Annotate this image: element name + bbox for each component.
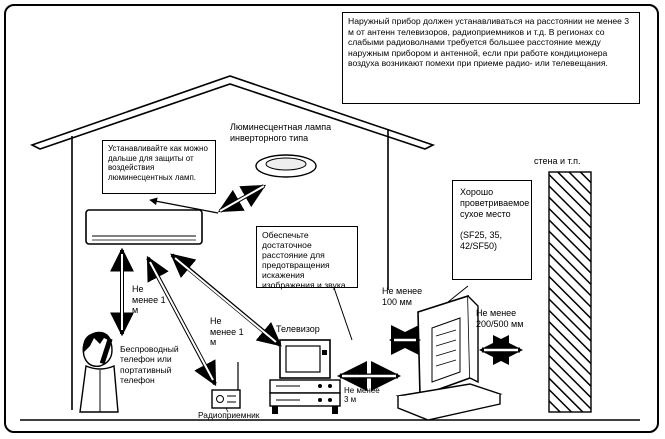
- models-text: (SF25, 35, 42/SF50): [460, 230, 503, 251]
- leader-radio: [225, 407, 229, 413]
- arrow-unit-to-lamp: [217, 184, 267, 213]
- phone-label: Беспроводный телефон или портативный тел…: [120, 344, 179, 386]
- tv-icon: [269, 339, 341, 414]
- min-3m-label: Не менее 3 м: [344, 386, 380, 404]
- leader-models: [447, 285, 469, 303]
- lamp-note-text: Устанавливайте как можно дальше для защи…: [108, 144, 208, 182]
- outdoor-unit-icon: [395, 294, 503, 421]
- house-roof: [29, 75, 436, 150]
- distance-note-box: Обеспечьте достаточное расстояние для пр…: [256, 226, 358, 290]
- fluorescent-lamp-icon: [255, 154, 317, 178]
- top-notice-text: Наружный прибор должен устанавливаться н…: [348, 16, 630, 68]
- radio-icon: [211, 362, 241, 409]
- radio-label: Радиоприемник: [198, 410, 260, 420]
- tv-label: Телевизор: [276, 324, 320, 334]
- leader-distance-note: [331, 281, 353, 341]
- house-walls: [71, 129, 389, 410]
- arrow-lamp-to-note: [149, 197, 219, 214]
- lamp-note-box: Устанавливайте как можно дальше для защи…: [102, 140, 216, 194]
- ventilated-note-box: Хорошо проветриваемое сухое место (SF25,…: [452, 180, 532, 280]
- wall-hatched: [548, 171, 592, 413]
- min-100mm-label: Не менее 100 мм: [382, 286, 423, 307]
- min-1m-label-a: Не менее 1 м: [132, 284, 166, 315]
- min-1m-label-b: Не менее 1 м: [210, 316, 244, 347]
- diagram-frame: [4, 4, 659, 433]
- indoor-unit-icon: [85, 209, 203, 245]
- person-with-phone-icon: [79, 331, 119, 413]
- ventilated-note-text: Хорошо проветриваемое сухое место: [460, 187, 530, 219]
- distance-note-text: Обеспечьте достаточное расстояние для пр…: [262, 230, 348, 290]
- lamp-label: Люминесцентная лампа инверторного типа: [230, 122, 332, 143]
- top-notice-box: Наружный прибор должен устанавливаться н…: [342, 12, 640, 104]
- wall-label: стена и т.п.: [534, 156, 581, 166]
- arrow-unit-to-tv: [170, 253, 282, 347]
- min-200-500-label: Не менее 200/500 мм: [476, 308, 524, 329]
